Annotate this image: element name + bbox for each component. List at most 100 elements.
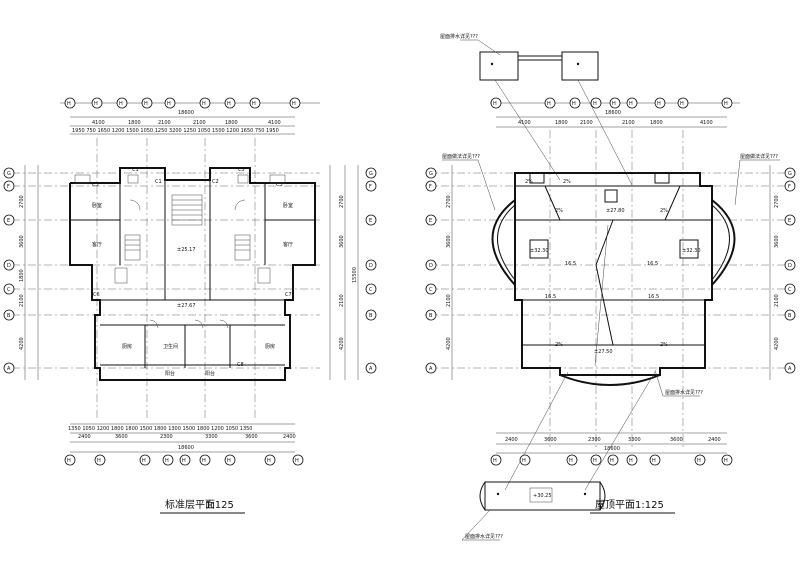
room-label: 客厅 — [283, 241, 293, 248]
axis-label: H — [227, 101, 231, 107]
axis-label: H — [593, 458, 597, 464]
left-row-axis-bubbles: G F E D C B A G F E D C B A — [3, 167, 377, 374]
right-side-dimensions: 2700 3600 2100 4200 2700 3600 2100 4200 — [446, 165, 780, 380]
dim-text: 1800 — [128, 120, 141, 126]
roof-callouts: 屋面做法详见??? 屋面做法详见??? 屋面排水详见??? — [442, 153, 780, 491]
window-tag: C8 — [237, 362, 244, 368]
window-tag: C2 — [212, 179, 219, 185]
elevation-mark: ±27.50 — [594, 349, 613, 355]
dim-text: 2700 — [446, 195, 452, 208]
right-bottom-detail: +30.25 屋面排水详见??? — [461, 481, 606, 541]
axis-label: H — [724, 101, 728, 107]
elevation-mark: ±27.80 — [606, 208, 625, 214]
dim-text: 3600 — [115, 434, 128, 440]
left-top-dimensions: 18600 4100 1800 2100 2100 1800 4100 1950… — [70, 110, 295, 135]
dim-text: 1800 — [555, 120, 568, 126]
axis-label: D — [429, 263, 433, 269]
axis-label: C — [369, 287, 373, 293]
window-tag: C3 — [276, 182, 283, 188]
slope-label: 16.5 — [647, 261, 658, 267]
dim-text: 3600 — [339, 235, 345, 248]
overall-width: 18600 — [604, 446, 620, 452]
slope-label: 16.5 — [565, 261, 576, 267]
dim-text: 2700 — [19, 195, 25, 208]
axis-label: H — [593, 101, 597, 107]
room-label: 卫生间 — [163, 343, 178, 350]
axis-label: H — [547, 101, 551, 107]
axis-label: H — [522, 458, 526, 464]
axis-label: H — [267, 458, 271, 464]
axis-label: H — [652, 458, 656, 464]
right-plan-title: 屋顶平面 1:125 — [590, 499, 675, 514]
axis-label: B — [788, 313, 792, 319]
dim-text: 3600 — [670, 437, 683, 443]
slope-label: 2% — [660, 342, 668, 348]
right-roof-plan: 屋面排水详见??? H H H H H H H H H 18600 4100 1… — [425, 33, 796, 541]
dim-text: 2400 — [78, 434, 91, 440]
dim-row-small: 1350 1050 1200 1800 1800 1500 1800 1300 … — [68, 426, 253, 432]
axis-label: H — [569, 458, 573, 464]
dim-text: 4200 — [774, 337, 780, 350]
axis-label: H — [67, 101, 71, 107]
window-tag: C3 — [92, 182, 99, 188]
axis-label: H — [94, 101, 98, 107]
axis-label: H — [165, 458, 169, 464]
axis-label: G — [7, 171, 11, 177]
axis-label: H — [493, 101, 497, 107]
window-tag: C5 — [238, 167, 245, 173]
slope-label: 2% — [555, 208, 563, 214]
axis-label: H — [629, 101, 633, 107]
axis-label: H — [629, 458, 633, 464]
room-label: 客厅 — [92, 241, 102, 248]
axis-label: A — [429, 366, 433, 372]
plan-title: 标准层平面 — [165, 499, 215, 511]
axis-label: H — [119, 101, 123, 107]
dim-text: 2100 — [339, 294, 345, 307]
dim-text: 3600 — [774, 235, 780, 248]
axis-label: A — [369, 366, 373, 372]
room-label: 卧室 — [283, 202, 293, 209]
axis-label: D — [7, 263, 11, 269]
dim-text: 3600 — [245, 434, 258, 440]
axis-label: H — [724, 458, 728, 464]
dim-text: 2700 — [339, 195, 345, 208]
dim-text: 2700 — [774, 195, 780, 208]
window-tag: C6 — [93, 292, 100, 298]
axis-label: H — [97, 458, 101, 464]
dim-row-small: 1950 750 1650 1200 1500 1050 1250 3200 1… — [72, 128, 279, 134]
right-row-grid — [425, 130, 785, 450]
axis-label: D — [369, 263, 373, 269]
axis-label: H — [142, 458, 146, 464]
overall-width: 18600 — [178, 445, 194, 451]
axis-label: C — [429, 287, 433, 293]
axis-label: H — [227, 458, 231, 464]
left-plan-title: 标准层平面 1:125 — [160, 499, 245, 514]
axis-label: D — [788, 263, 792, 269]
right-top-detail: 屋面排水详见??? — [440, 33, 633, 186]
right-bottom-dimensions: 2400 3600 2300 3300 3600 2400 18600 H H … — [490, 432, 733, 466]
dim-text: 3600 — [544, 437, 557, 443]
dim-text: 1800 — [650, 120, 663, 126]
room-label: 厨房 — [122, 343, 132, 350]
axis-label: H — [182, 458, 186, 464]
plan-title: 屋顶平面 — [595, 499, 635, 511]
dim-text: 4200 — [19, 337, 25, 350]
left-row-grid — [12, 138, 320, 420]
slope-label: 16.5 — [648, 294, 659, 300]
dim-text: 4100 — [518, 120, 531, 126]
dim-text: 1800 — [225, 120, 238, 126]
axis-label: G — [788, 171, 792, 177]
elevation-mark: ±25.17 — [177, 247, 196, 253]
dim-text: 2100 — [622, 120, 635, 126]
overall-width: 18600 — [605, 110, 621, 116]
axis-label: H — [252, 101, 256, 107]
axis-label: H — [610, 458, 614, 464]
axis-label: F — [788, 184, 791, 190]
axis-label: G — [429, 171, 433, 177]
dim-text: 2300 — [160, 434, 173, 440]
elevation-mark: ±32.30 — [530, 248, 549, 254]
axis-label: G — [369, 171, 373, 177]
axis-label: H — [680, 101, 684, 107]
axis-label: F — [7, 184, 10, 190]
